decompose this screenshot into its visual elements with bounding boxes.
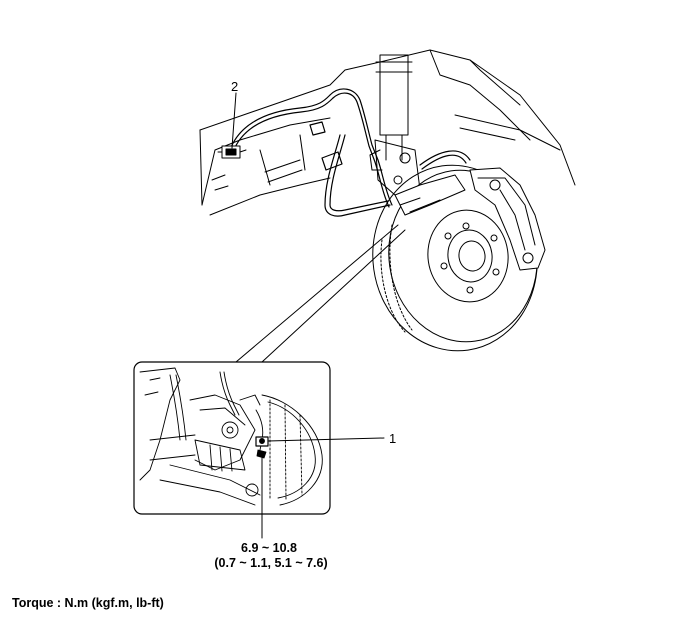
torque-value-alternate-units: (0.7 ~ 1.1, 5.1 ~ 7.6) bbox=[214, 556, 328, 570]
torque-value-nm: 6.9 ~ 10.8 bbox=[241, 541, 297, 555]
detail-inset-content bbox=[139, 367, 323, 506]
vehicle-body-panel bbox=[199, 49, 576, 216]
detail-inset bbox=[133, 361, 331, 515]
sensor-connector bbox=[217, 145, 247, 159]
sensor-cable bbox=[229, 88, 471, 217]
callout-number-2: 2 bbox=[231, 79, 239, 94]
detail-leader-lines bbox=[235, 224, 406, 363]
torque-units-note: Torque : N.m (kgf.m, lb-ft) bbox=[12, 596, 164, 610]
brake-caliper bbox=[469, 167, 546, 271]
steering-knuckle bbox=[394, 174, 466, 216]
callout-leaders bbox=[231, 92, 385, 539]
callout-number-1: 1 bbox=[389, 431, 397, 446]
strut-assembly bbox=[369, 54, 421, 196]
